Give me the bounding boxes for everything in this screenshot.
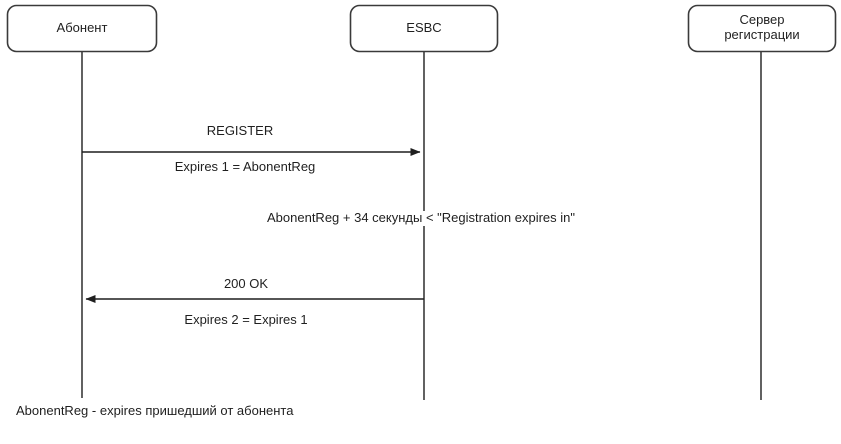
message-label-ok-200-above: 200 OK — [220, 276, 272, 292]
note-expires-condition: AbonentReg + 34 секунды < "Registration … — [262, 210, 580, 226]
lifeline-title-registration-server-line1: Сервер — [739, 12, 785, 27]
lifeline-box-esbc[interactable] — [349, 4, 499, 53]
lifeline-title-registration-server: Сервер регистрации — [688, 12, 836, 43]
lifeline-title-abonent: Абонент — [7, 20, 157, 36]
lifeline-title-registration-server-line2: регистрации — [724, 26, 800, 42]
message-label-register-below: Expires 1 = AbonentReg — [171, 159, 319, 175]
message-label-ok-200-below: Expires 2 = Expires 1 — [181, 312, 311, 328]
lifeline-title-abonent-text: Абонент — [56, 20, 108, 35]
lifeline-box-registration-server[interactable] — [687, 4, 837, 53]
footer-legend: AbonentReg - expires пришедший от абонен… — [14, 403, 296, 419]
lifeline-box-abonent[interactable] — [6, 4, 158, 53]
lifeline-title-esbc: ESBC — [350, 20, 498, 36]
message-label-register-above: REGISTER — [203, 123, 277, 139]
lifeline-title-esbc-text: ESBC — [406, 20, 442, 35]
